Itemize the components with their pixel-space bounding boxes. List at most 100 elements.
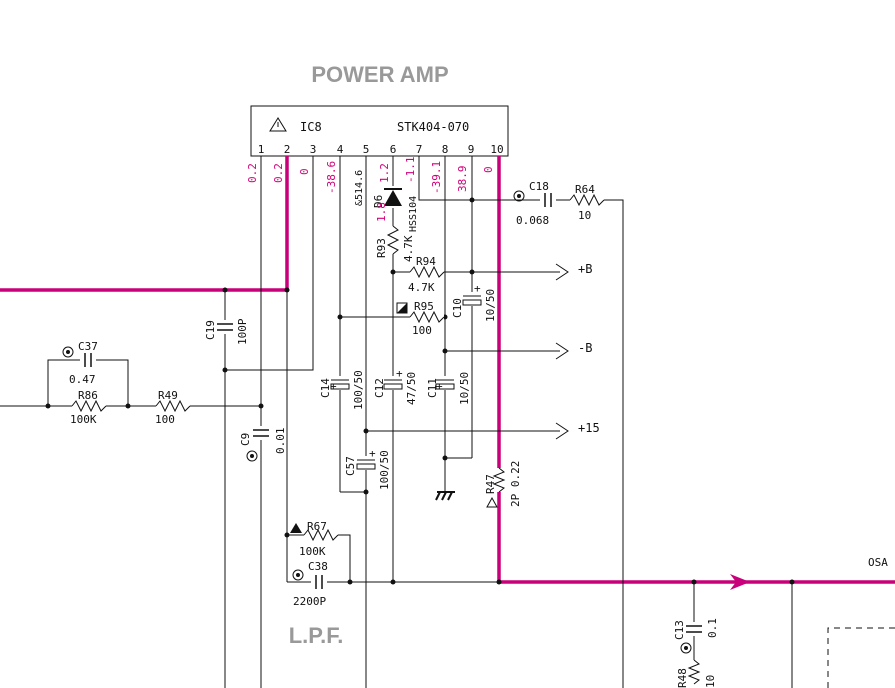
c10-value: 10/50 (484, 289, 497, 322)
r48-ref: R48 (676, 668, 689, 688)
resistor-r95: R95 100 (396, 300, 445, 337)
polarity-plus: + (436, 380, 443, 393)
resistor-r86: R86 100K (70, 389, 107, 426)
lpf-title: L.P.F. (289, 623, 344, 648)
resistor-r94: R94 4.7K (408, 255, 445, 294)
caution-icon (269, 117, 287, 132)
c13-value: 0.1 (706, 618, 719, 638)
c19-value: 100P (236, 318, 249, 345)
capacitor-c13: C13 0.1 (673, 618, 719, 654)
r64-ref: R64 (575, 183, 595, 196)
ic8-part: STK404-070 (397, 120, 469, 134)
rail-neg-b: -B (555, 341, 592, 360)
r93-ref: R93 (375, 238, 388, 258)
r49-value: 100 (155, 413, 175, 426)
dashed-block-outline (827, 627, 895, 688)
volt-pin-2: 0.2 (272, 163, 285, 183)
resistor-r93: R93 1.8 4.7K (375, 202, 415, 262)
capacitor-c12: + C12 47/50 (373, 367, 418, 405)
ic8-ref: IC8 (300, 120, 322, 134)
input-signal-trace (0, 156, 289, 292)
volt-pin-9: 38.9 (456, 166, 469, 193)
d6-part: HSS104 (408, 196, 419, 232)
caution-triangle-icon (486, 496, 498, 508)
signal-path (0, 156, 895, 590)
capacitor-c37: C37 0.47 (62, 340, 98, 386)
c37-value: 0.47 (69, 373, 96, 386)
pin-1: 1 (258, 143, 265, 156)
c14-ref: C14 (319, 378, 332, 398)
c11-ref: C11 (426, 378, 439, 398)
polarity-plus: + (330, 380, 337, 393)
resistor-icon (687, 659, 701, 685)
target-icon (246, 450, 258, 462)
r94-ref: R94 (416, 255, 436, 268)
pin-voltages: 0.2 0.2 0 -38.6 &514.6 1.2 -1.1 -39.1 38… (246, 157, 495, 207)
target-icon (680, 642, 692, 654)
c38-ref: C38 (308, 560, 328, 573)
resistor-r64: R64 10 (569, 183, 605, 222)
r95-ref: R95 (414, 300, 434, 313)
resistor-icon (409, 310, 445, 324)
polarity-plus: + (369, 447, 376, 460)
resistor-r47: R47 2P 0.22 (484, 461, 522, 508)
pin-2: 2 (284, 143, 291, 156)
ic8-body (250, 105, 509, 157)
pin-4: 4 (337, 143, 344, 156)
capacitor-c18: C18 0.068 (513, 180, 556, 227)
r94-value: 4.7K (408, 281, 435, 294)
volt-pin-10: 0 (482, 166, 495, 173)
ic8: IC8 STK404-070 1 2 3 4 5 6 7 8 9 10 (250, 105, 509, 157)
resistor-icon (492, 467, 506, 493)
junctions (45, 197, 795, 585)
caution-filled-icon (290, 523, 302, 533)
r86-value: 100K (70, 413, 97, 426)
r93-value: 4.7K (402, 235, 415, 262)
c12-value: 47/50 (405, 372, 418, 405)
target-icon (62, 346, 74, 358)
r86-ref: R86 (78, 389, 98, 402)
r47-value: 2P 0.22 (509, 461, 522, 507)
pin-3: 3 (310, 143, 317, 156)
c57-ref: C57 (344, 456, 357, 476)
capacitor-c57: + C57 100/50 (344, 447, 391, 490)
capacitor-c11: + C11 10/50 (426, 372, 471, 405)
r48-value: 10 (704, 675, 717, 688)
r67-ref: R67 (307, 520, 327, 533)
c37-ref: C37 (78, 340, 98, 353)
diode-d6: D6 HSS104 (372, 186, 419, 232)
rail-p15-label: +15 (578, 421, 600, 435)
resistor-r49: R49 100 (155, 389, 191, 426)
target-icon (513, 190, 525, 202)
volt-pin-8: -39.1 (430, 161, 443, 194)
c57-value: 100/50 (378, 450, 391, 490)
diode-icon (384, 190, 402, 206)
volt-pin-6: 1.2 (378, 163, 391, 183)
volt-pin-1: 0.2 (246, 163, 259, 183)
r95-value: 100 (412, 324, 432, 337)
c18-ref: C18 (529, 180, 549, 193)
c9-value: 0.01 (274, 428, 287, 455)
pin-8: 8 (442, 143, 449, 156)
offpage-label: OSA (868, 556, 888, 569)
c19-ref: C19 (204, 320, 217, 340)
pin-5: 5 (363, 143, 370, 156)
c18-value: 0.068 (516, 214, 549, 227)
d6-ref: D6 (372, 195, 385, 208)
resistor-icon (569, 193, 605, 207)
pin-7: 7 (416, 143, 423, 156)
volt-pin-4: -38.6 (325, 161, 338, 194)
resistor-icon (386, 225, 400, 255)
resistor-icon (303, 528, 339, 542)
c11-value: 10/50 (458, 372, 471, 405)
target-icon (292, 569, 304, 581)
resistor-r48: R48 10 (676, 659, 717, 688)
r67-value: 100K (299, 545, 326, 558)
resistor-icon (409, 265, 445, 279)
r47-ref: R47 (484, 474, 497, 494)
pin-10: 10 (490, 143, 503, 156)
capacitor-c19: C19 100P (204, 318, 249, 345)
capacitor-c9: C9 0.01 (239, 426, 287, 462)
ground-symbol (435, 491, 455, 501)
rail-p15: +15 (555, 421, 600, 440)
